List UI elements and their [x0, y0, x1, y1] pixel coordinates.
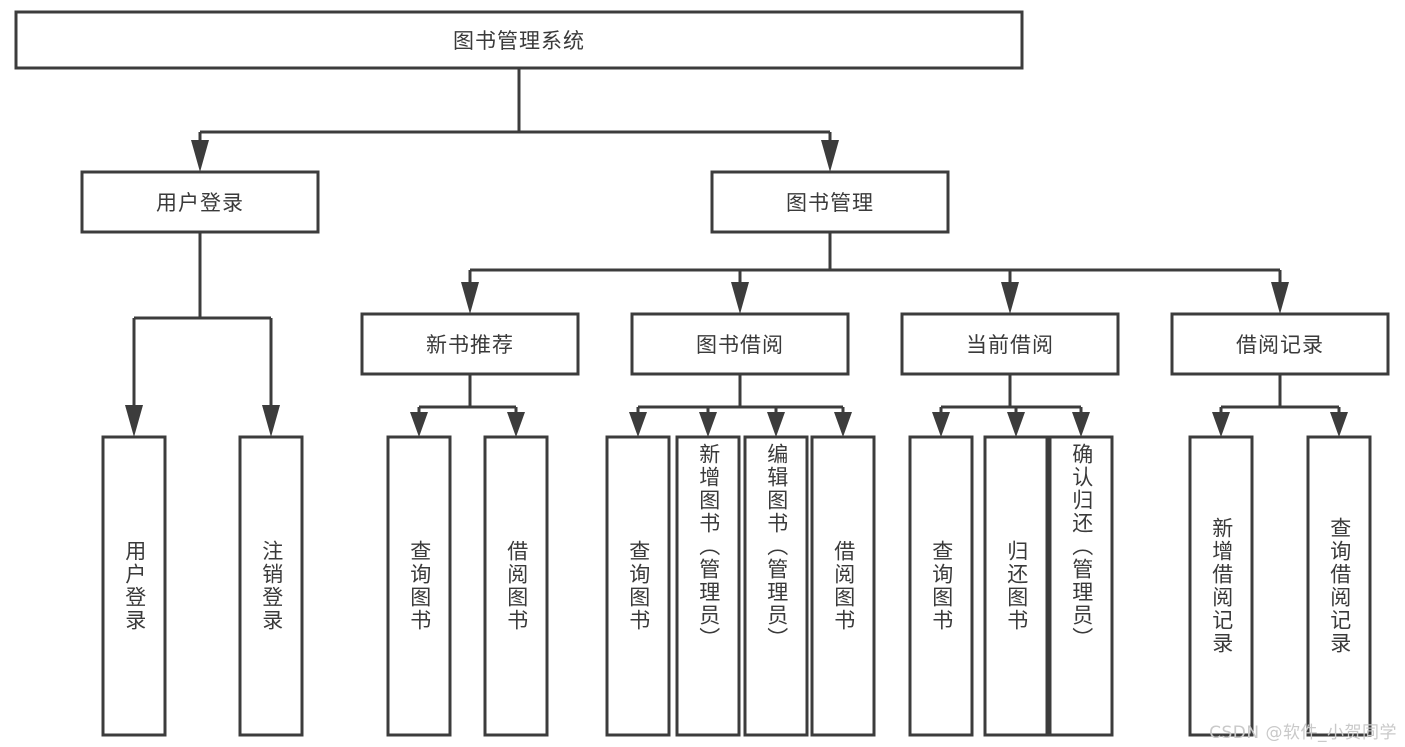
node-box-leaf-logout[interactable] [238, 435, 304, 737]
node-label-leaf-add-book: 新增图书（管理员） [696, 443, 721, 650]
node-label-leaf-query-book-2: 查询图书 [626, 540, 651, 632]
page-title: 图书管理系统 [16, 12, 1022, 68]
node-leaf-borrow-book-1[interactable]: 借阅图书 [485, 437, 547, 735]
connector-bookmanage-to-level3 [461, 232, 1289, 314]
node-user-login[interactable]: 用户登录 [82, 172, 318, 232]
connector-bookborrow-to-leaves [629, 374, 852, 437]
node-leaf-user-login[interactable]: 用户登录 [103, 437, 165, 735]
node-box-book-manage[interactable] [710, 170, 950, 234]
node-box-leaf-edit-book[interactable] [743, 435, 809, 737]
node-box-leaf-borrow-book-2[interactable] [810, 435, 876, 737]
node-box-leaf-query-record[interactable] [1306, 435, 1372, 737]
node-box-current-borrow[interactable] [900, 312, 1120, 376]
node-current-borrow[interactable]: 当前借阅 [902, 314, 1118, 374]
connector-currentborrow-to-leaves [932, 374, 1090, 437]
node-box-leaf-user-login[interactable] [101, 435, 167, 737]
node-box-book-borrow[interactable] [630, 312, 850, 376]
node-book-manage[interactable]: 图书管理 [712, 172, 948, 232]
node-box-user-login[interactable] [80, 170, 320, 234]
node-label-book-manage: 图书管理 [786, 191, 874, 215]
node-label-leaf-return-book: 归还图书 [1004, 540, 1029, 632]
node-leaf-edit-book[interactable]: 编辑图书（管理员） [745, 437, 807, 735]
node-label-book-borrow: 图书借阅 [696, 333, 784, 357]
node-label-leaf-logout: 注销登录 [259, 540, 284, 632]
node-leaf-add-record[interactable]: 新增借阅记录 [1190, 437, 1252, 735]
connector-borrowrecord-to-leaves [1212, 374, 1348, 437]
node-box-leaf-query-book-1[interactable] [386, 435, 452, 737]
node-label-leaf-query-book-1: 查询图书 [407, 540, 432, 632]
node-book-borrow[interactable]: 图书借阅 [632, 314, 848, 374]
node-box-borrow-record[interactable] [1170, 312, 1390, 376]
node-label-leaf-edit-book: 编辑图书（管理员） [764, 443, 789, 650]
node-box-root[interactable] [14, 10, 1024, 70]
node-label-borrow-record: 借阅记录 [1236, 333, 1324, 357]
node-label-leaf-add-record: 新增借阅记录 [1209, 517, 1234, 655]
node-label-root: 图书管理系统 [453, 29, 585, 53]
node-box-leaf-add-book[interactable] [675, 435, 741, 737]
node-leaf-return-book[interactable]: 归还图书 [985, 437, 1047, 735]
node-leaf-query-book-2[interactable]: 查询图书 [607, 437, 669, 735]
node-box-leaf-add-record[interactable] [1188, 435, 1254, 737]
node-label-leaf-query-book-3: 查询图书 [929, 540, 954, 632]
node-box-leaf-confirm-return[interactable] [1048, 435, 1114, 737]
node-label-user-login: 用户登录 [156, 191, 244, 215]
connector-newbookrec-to-leaves [410, 374, 525, 437]
node-label-leaf-borrow-book-1: 借阅图书 [504, 540, 529, 632]
node-label-new-book-rec: 新书推荐 [426, 333, 514, 357]
node-leaf-logout[interactable]: 注销登录 [240, 437, 302, 735]
node-box-leaf-query-book-2[interactable] [605, 435, 671, 737]
node-leaf-query-book-3[interactable]: 查询图书 [910, 437, 972, 735]
node-borrow-record[interactable]: 借阅记录 [1172, 314, 1388, 374]
node-leaf-query-book-1[interactable]: 查询图书 [388, 437, 450, 735]
connector-root-to-level2 [191, 68, 839, 172]
node-label-leaf-borrow-book-2: 借阅图书 [831, 540, 856, 632]
node-new-book-rec[interactable]: 新书推荐 [362, 314, 578, 374]
watermark-text: CSDN @软件_小贺同学 [1209, 723, 1397, 743]
node-leaf-confirm-return[interactable]: 确认归还（管理员） [1050, 437, 1112, 735]
node-leaf-add-book[interactable]: 新增图书（管理员） [677, 437, 739, 735]
node-box-leaf-return-book[interactable] [983, 435, 1049, 737]
connector-userlogin-to-leaves [125, 232, 280, 437]
node-box-leaf-borrow-book-1[interactable] [483, 435, 549, 737]
node-leaf-query-record[interactable]: 查询借阅记录 [1308, 437, 1370, 735]
node-label-leaf-user-login: 用户登录 [122, 540, 147, 632]
node-label-current-borrow: 当前借阅 [966, 333, 1054, 357]
node-leaf-borrow-book-2[interactable]: 借阅图书 [812, 437, 874, 735]
node-label-leaf-query-record: 查询借阅记录 [1327, 517, 1352, 655]
node-box-new-book-rec[interactable] [360, 312, 580, 376]
node-label-leaf-confirm-return: 确认归还（管理员） [1069, 443, 1094, 650]
node-box-leaf-query-book-3[interactable] [908, 435, 974, 737]
